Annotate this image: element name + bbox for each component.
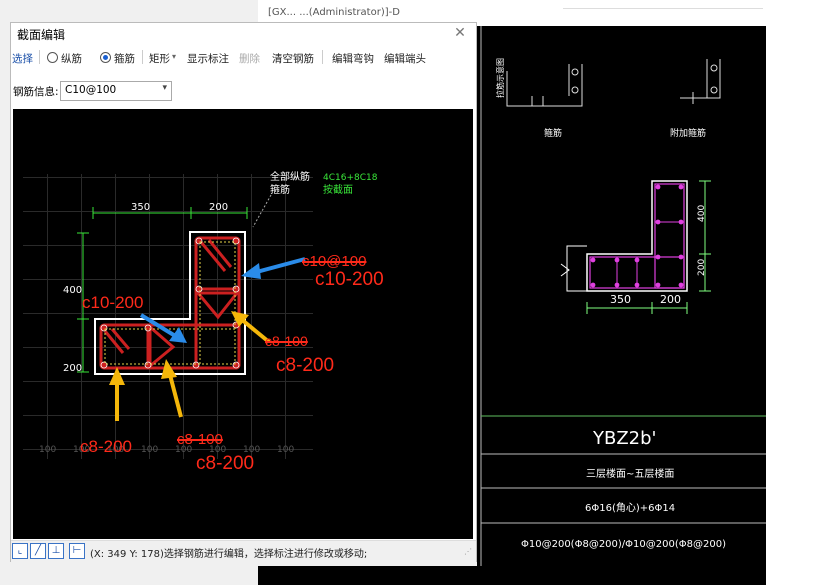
dim-top-left: 350 bbox=[131, 202, 150, 213]
rebar-info-label: 钢筋信息: bbox=[13, 86, 59, 98]
rect-dropdown[interactable]: 矩形 bbox=[149, 53, 170, 65]
toolbar-separator bbox=[142, 50, 143, 64]
stirrup-label[interactable]: 箍筋 bbox=[114, 53, 135, 65]
status-bar: ⌞ ╱ ⊥ ⊢ (X: 349 Y: 178)选择钢筋进行编辑，选择标注进行修改… bbox=[11, 540, 476, 562]
drawing-floors: 三层楼面~五层楼面 bbox=[586, 467, 674, 480]
annotation-c10-100: c10@100 bbox=[302, 253, 367, 270]
dim-left-bottom: 200 bbox=[63, 363, 82, 374]
detail-label-vertical: 拉筋示意图 bbox=[495, 58, 505, 98]
detail-label-stirrup: 箍筋 bbox=[544, 127, 562, 139]
dash-inner bbox=[104, 241, 236, 365]
dialog-title-bar[interactable]: 截面编辑 ✕ bbox=[11, 23, 476, 45]
delete-button[interactable]: 删除 bbox=[239, 53, 260, 65]
dim-400: 400 bbox=[697, 205, 707, 222]
drawing-title: YBZ2b' bbox=[592, 428, 657, 449]
detail-label-extra: 附加箍筋 bbox=[670, 127, 706, 139]
legend-stirrup: 箍筋 bbox=[270, 183, 290, 196]
legend-all-long: 全部纵筋 bbox=[270, 170, 310, 183]
top-dimension bbox=[77, 207, 248, 373]
clear-rebar-button[interactable]: 清空钢筋 bbox=[272, 53, 314, 65]
show-label-button[interactable]: 显示标注 bbox=[187, 53, 229, 65]
svg-text:100: 100 bbox=[243, 445, 260, 455]
chevron-down-icon[interactable]: ▾ bbox=[172, 52, 177, 61]
horizontal-snap-icon[interactable]: ⊢ bbox=[69, 543, 85, 559]
status-text: (X: 349 Y: 178)选择钢筋进行编辑，选择标注进行修改或移动; bbox=[90, 549, 368, 560]
detail-extra-stirrup-diagram bbox=[680, 59, 721, 104]
background-cells bbox=[563, 0, 763, 9]
annotation-c8-100-a: c8-100 bbox=[265, 333, 308, 349]
svg-text:100: 100 bbox=[209, 445, 226, 455]
svg-text:100: 100 bbox=[141, 445, 158, 455]
section-canvas-svg: 100 100 100 100 100 100 100 100 全部纵筋 箍筋 … bbox=[23, 170, 378, 459]
resize-grip-icon[interactable]: ⋰ bbox=[464, 547, 472, 556]
svg-text:100: 100 bbox=[175, 445, 192, 455]
stirrup-radio[interactable] bbox=[100, 52, 111, 63]
close-button[interactable]: ✕ bbox=[454, 25, 466, 41]
dialog-title: 截面编辑 bbox=[17, 28, 66, 42]
dim-top-right: 200 bbox=[209, 202, 228, 213]
dim-350: 350 bbox=[610, 293, 631, 306]
draw-diagonal-icon[interactable]: ╱ bbox=[30, 543, 46, 559]
svg-text:100: 100 bbox=[277, 445, 294, 455]
annotation-c10-200-right: c10-200 bbox=[315, 269, 384, 290]
section-outline bbox=[560, 180, 688, 292]
legend-stirrup-value: 按截面 bbox=[323, 183, 353, 196]
cad-drawing-svg: 拉筋示意图 箍筋 附加箍筋 bbox=[480, 26, 766, 566]
annotation-c8-200-a: c8-200 bbox=[276, 355, 335, 376]
svg-text:100: 100 bbox=[107, 445, 124, 455]
longitudinal-label[interactable]: 纵筋 bbox=[61, 53, 82, 65]
dim-200: 200 bbox=[697, 259, 707, 276]
drawing-rebar: 6Φ16(角心)+6Φ14 bbox=[585, 502, 675, 514]
toolbar-separator bbox=[39, 50, 40, 64]
perpendicular-icon[interactable]: ⊥ bbox=[48, 543, 64, 559]
svg-text:100: 100 bbox=[73, 445, 90, 455]
annotation-c8-200-left: c8-200 bbox=[80, 437, 132, 456]
blue-arrows bbox=[139, 257, 306, 343]
annotation-c8-100-b: c8-100 bbox=[177, 431, 223, 448]
edit-end-button[interactable]: 编辑端头 bbox=[384, 53, 426, 65]
detail-stirrup-diagram bbox=[506, 64, 583, 107]
annotation-c10-200-left: c10-200 bbox=[82, 293, 144, 312]
section-edit-dialog: 截面编辑 ✕ 选择 纵筋 箍筋 矩形 ▾ 显示标注 删除 清空钢筋 编辑弯钩 编… bbox=[11, 23, 476, 562]
rebar-info-select[interactable]: C10@100 ▾ bbox=[60, 81, 172, 101]
legend-all-long-value: 4C16+8C18 bbox=[323, 173, 378, 183]
chevron-down-icon: ▾ bbox=[162, 83, 167, 93]
toolbar-separator bbox=[322, 50, 323, 64]
rebar-info-value: C10@100 bbox=[65, 84, 117, 96]
grid-labels: 100 100 100 100 100 100 100 100 bbox=[39, 445, 294, 455]
background-window-title: [GX... ...(Administrator)]-D bbox=[268, 7, 400, 18]
section-canvas[interactable]: 100 100 100 100 100 100 100 100 全部纵筋 箍筋 … bbox=[13, 109, 473, 539]
annotation-c8-200-b: c8-200 bbox=[196, 453, 255, 474]
triangle-ties bbox=[148, 291, 241, 370]
background-app-titlebar: [GX... ...(Administrator)]-D bbox=[258, 0, 820, 26]
toolbar: 选择 纵筋 箍筋 矩形 ▾ 显示标注 删除 清空钢筋 编辑弯钩 编辑端头 bbox=[11, 47, 476, 69]
background-right-panel bbox=[766, 26, 820, 585]
cad-drawing-view[interactable]: 拉筋示意图 箍筋 附加箍筋 bbox=[477, 26, 766, 566]
svg-text:100: 100 bbox=[39, 445, 56, 455]
section-dimensions bbox=[586, 180, 711, 314]
background-bottom bbox=[258, 566, 766, 585]
dim-200-b: 200 bbox=[660, 293, 681, 306]
longitudinal-radio[interactable] bbox=[47, 52, 58, 63]
hook-marks bbox=[103, 239, 233, 354]
draw-line-icon[interactable]: ⌞ bbox=[12, 543, 28, 559]
dim-left-top: 400 bbox=[63, 285, 82, 296]
yellow-arrows bbox=[109, 311, 271, 421]
select-button[interactable]: 选择 bbox=[12, 53, 33, 65]
column-outline bbox=[94, 231, 246, 375]
rebar-info-row: 钢筋信息: C10@100 ▾ bbox=[11, 79, 476, 101]
drawing-stirrups: Φ10@200(Φ8@200)/Φ10@200(Φ8@200) bbox=[521, 539, 726, 550]
grid bbox=[23, 174, 313, 459]
edit-hook-button[interactable]: 编辑弯钩 bbox=[332, 53, 374, 65]
